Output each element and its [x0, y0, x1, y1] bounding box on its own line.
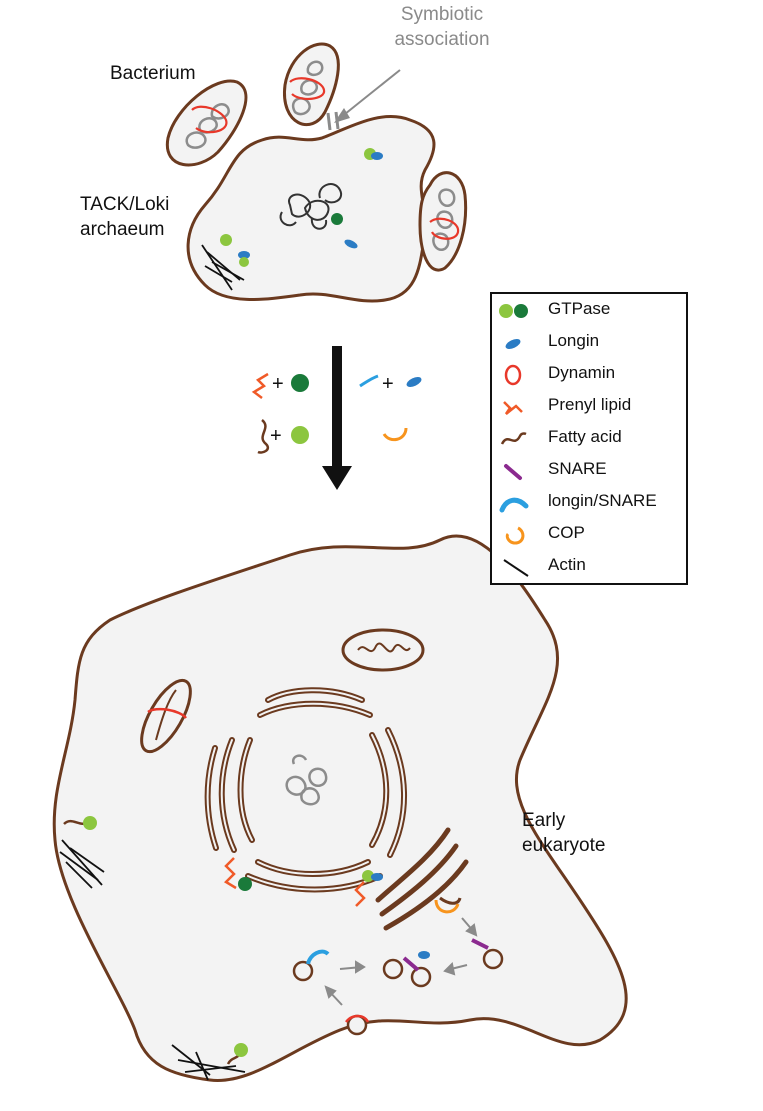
prenyl-lipid-anchor [223, 857, 237, 890]
cop-icon [382, 427, 408, 442]
gtpase-dark-icon [291, 374, 309, 392]
legend-label: SNARE [548, 459, 607, 478]
legend-item-longin-snare: longin/SNARE [492, 488, 688, 518]
bacterium-label: Bacterium [110, 63, 196, 84]
legend-label: Prenyl lipid [548, 395, 632, 414]
eukaryote-cell [52, 534, 628, 1082]
mitochondrion-left [140, 678, 192, 754]
dynamin-icon [504, 364, 522, 386]
longin-blob [344, 239, 358, 249]
component-prenyl-gtpase: + [251, 372, 309, 399]
legend-label: Longin [548, 331, 600, 350]
prenyl-lipid-icon [503, 401, 523, 415]
longin-snare-icon [499, 497, 529, 513]
bacterium-right [418, 171, 468, 272]
cop-icon [505, 526, 525, 545]
gtpase-light-dot [83, 816, 97, 830]
legend-label: COP [548, 523, 585, 542]
early-eukaryote-label: Early eukaryote [522, 810, 606, 856]
legend-item-gtpase: GTPase [492, 296, 688, 326]
dynamin-ring [289, 77, 326, 100]
mitochondrion-top [341, 628, 425, 672]
legend-label: Actin [548, 555, 586, 574]
plus-sign: + [270, 425, 282, 447]
archaeal-dna [279, 183, 343, 230]
dynamin-ring [345, 1014, 370, 1023]
legend-item-fatty-acid: Fatty acid [492, 424, 688, 454]
dynamin-ring [429, 217, 460, 240]
legend-label: longin/SNARE [548, 491, 657, 510]
longin-blob [371, 873, 383, 881]
cop-coat [434, 899, 460, 914]
component-snare-longin: + [359, 373, 422, 395]
legend-label: GTPase [548, 299, 611, 318]
transition-arrow [322, 346, 352, 490]
longin-blob [418, 951, 430, 959]
actin-filaments [171, 1044, 246, 1081]
longin-blob [371, 152, 383, 160]
fatty-acid-icon [257, 419, 270, 454]
symbiotic-pointer [326, 69, 401, 131]
actin-filaments [201, 244, 245, 291]
snare-icon [504, 464, 522, 480]
actin-icon [503, 559, 529, 577]
longin-icon [406, 377, 422, 387]
longin-icon [505, 339, 521, 349]
bacterium-left [165, 79, 248, 167]
actin-filaments [59, 839, 105, 889]
bacterial-dna [291, 60, 324, 116]
legend-item-actin: Actin [492, 552, 688, 582]
bacterium-membrane [283, 42, 340, 127]
legend-item-longin: Longin [492, 328, 688, 358]
gtpase-dark-dot [238, 877, 252, 891]
legend-item-prenyl: Prenyl lipid [492, 392, 688, 422]
gtpase-icon [499, 304, 528, 318]
legend-item-cop: COP [492, 520, 688, 550]
gtpase-light-dot [239, 257, 249, 267]
golgi-bud [439, 896, 462, 905]
bacterium-membrane [165, 79, 248, 167]
trafficking-arrows [324, 917, 478, 1006]
symbiotic-association-label: Symbiotic association [394, 4, 490, 50]
snare-bundle [471, 938, 489, 950]
snare-fragment-icon [359, 374, 379, 388]
fatty-acid-icon [500, 432, 527, 445]
legend-item-snare: SNARE [492, 456, 688, 486]
legend-box: GTPase Longin Dynamin Prenyl lipid Fatty… [490, 292, 688, 585]
legend-label: Fatty acid [548, 427, 622, 446]
snare-bundle [402, 956, 420, 972]
legend-label: Dynamin [548, 363, 616, 382]
plus-sign: + [272, 373, 284, 395]
dynamin-ring [147, 707, 187, 719]
legend-item-dynamin: Dynamin [492, 360, 688, 390]
prenyl-lipid-icon [251, 372, 269, 399]
golgi-stack [375, 827, 469, 931]
vesicles [292, 948, 504, 988]
prenyl-lipid-anchor [354, 881, 366, 907]
gtpase-light-dot [220, 234, 232, 246]
nuclear-dna [285, 754, 328, 806]
dynamin-ring [191, 105, 228, 134]
component-fatty-gtpase: + [257, 419, 309, 454]
gtpase-dark-dot [331, 213, 343, 225]
plus-sign: + [382, 373, 394, 395]
gtpase-light-icon [291, 426, 309, 444]
archaeum-cell [186, 114, 436, 303]
endomembrane-lumen [206, 689, 405, 891]
bacterium-membrane [418, 171, 468, 272]
bacterium-top [283, 42, 340, 127]
longin-blob [238, 251, 250, 259]
gtpase-light-dot [362, 870, 374, 882]
archaeum-label: TACK/Loki archaeum [80, 194, 170, 240]
longin-snare-complex [306, 949, 330, 965]
gtpase-light-dot [234, 1043, 248, 1057]
